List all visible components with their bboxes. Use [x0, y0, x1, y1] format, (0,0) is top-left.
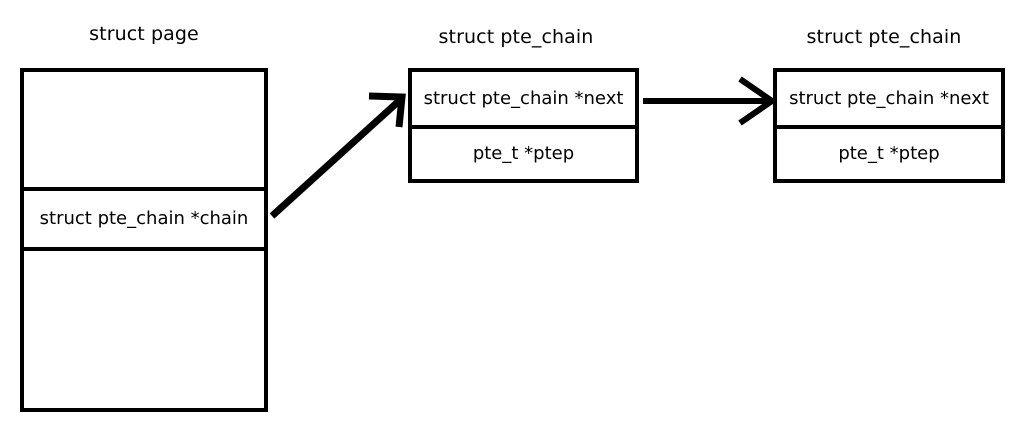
pte-chain-second-cell-ptep: pte_t *ptep — [777, 129, 1001, 179]
struct-pte-chain-title-first: struct pte_chain — [438, 26, 594, 48]
pte-chain-second-cell-next: struct pte_chain *next — [777, 72, 1001, 129]
struct-page-cell-chain: struct pte_chain *chain — [24, 191, 264, 251]
chain-pointer-arrow — [269, 92, 406, 219]
next-pointer-arrow — [643, 76, 778, 126]
struct-page-title: struct page — [89, 23, 199, 45]
pte-chain-first-cell-ptep: pte_t *ptep — [412, 129, 635, 179]
struct-page-cell-empty-top — [24, 72, 264, 191]
struct-page-box: struct pte_chain *chain — [20, 68, 268, 412]
struct-page-cell-empty-bottom — [24, 251, 264, 408]
struct-pte-chain-box-second: struct pte_chain *next pte_t *ptep — [773, 68, 1005, 183]
pte-chain-first-cell-next: struct pte_chain *next — [412, 72, 635, 129]
struct-pte-chain-title-second: struct pte_chain — [806, 26, 962, 48]
struct-pte-chain-box-first: struct pte_chain *next pte_t *ptep — [408, 68, 639, 183]
